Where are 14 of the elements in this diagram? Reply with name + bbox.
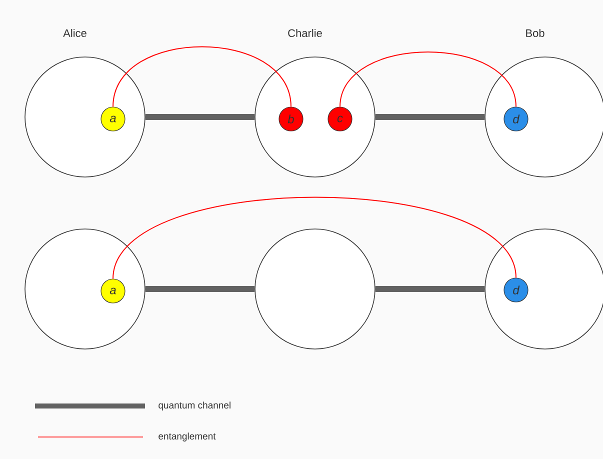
heading: Bob: [526, 28, 544, 38]
heading: Alice: [63, 28, 86, 38]
entanglement-line: [112, 196, 516, 280]
circle: [24, 228, 146, 350]
channel-line: [145, 114, 255, 120]
circle: [254, 228, 376, 350]
heading: Charlie: [288, 28, 322, 38]
channel-line: [375, 114, 485, 120]
channel-line: [375, 286, 485, 292]
channel-line: [145, 286, 255, 292]
legend-label: quantum channel: [158, 402, 230, 410]
entanglement-line: [112, 46, 292, 108]
entanglement-line: [340, 51, 516, 108]
legend-label: entanglement: [158, 432, 216, 442]
